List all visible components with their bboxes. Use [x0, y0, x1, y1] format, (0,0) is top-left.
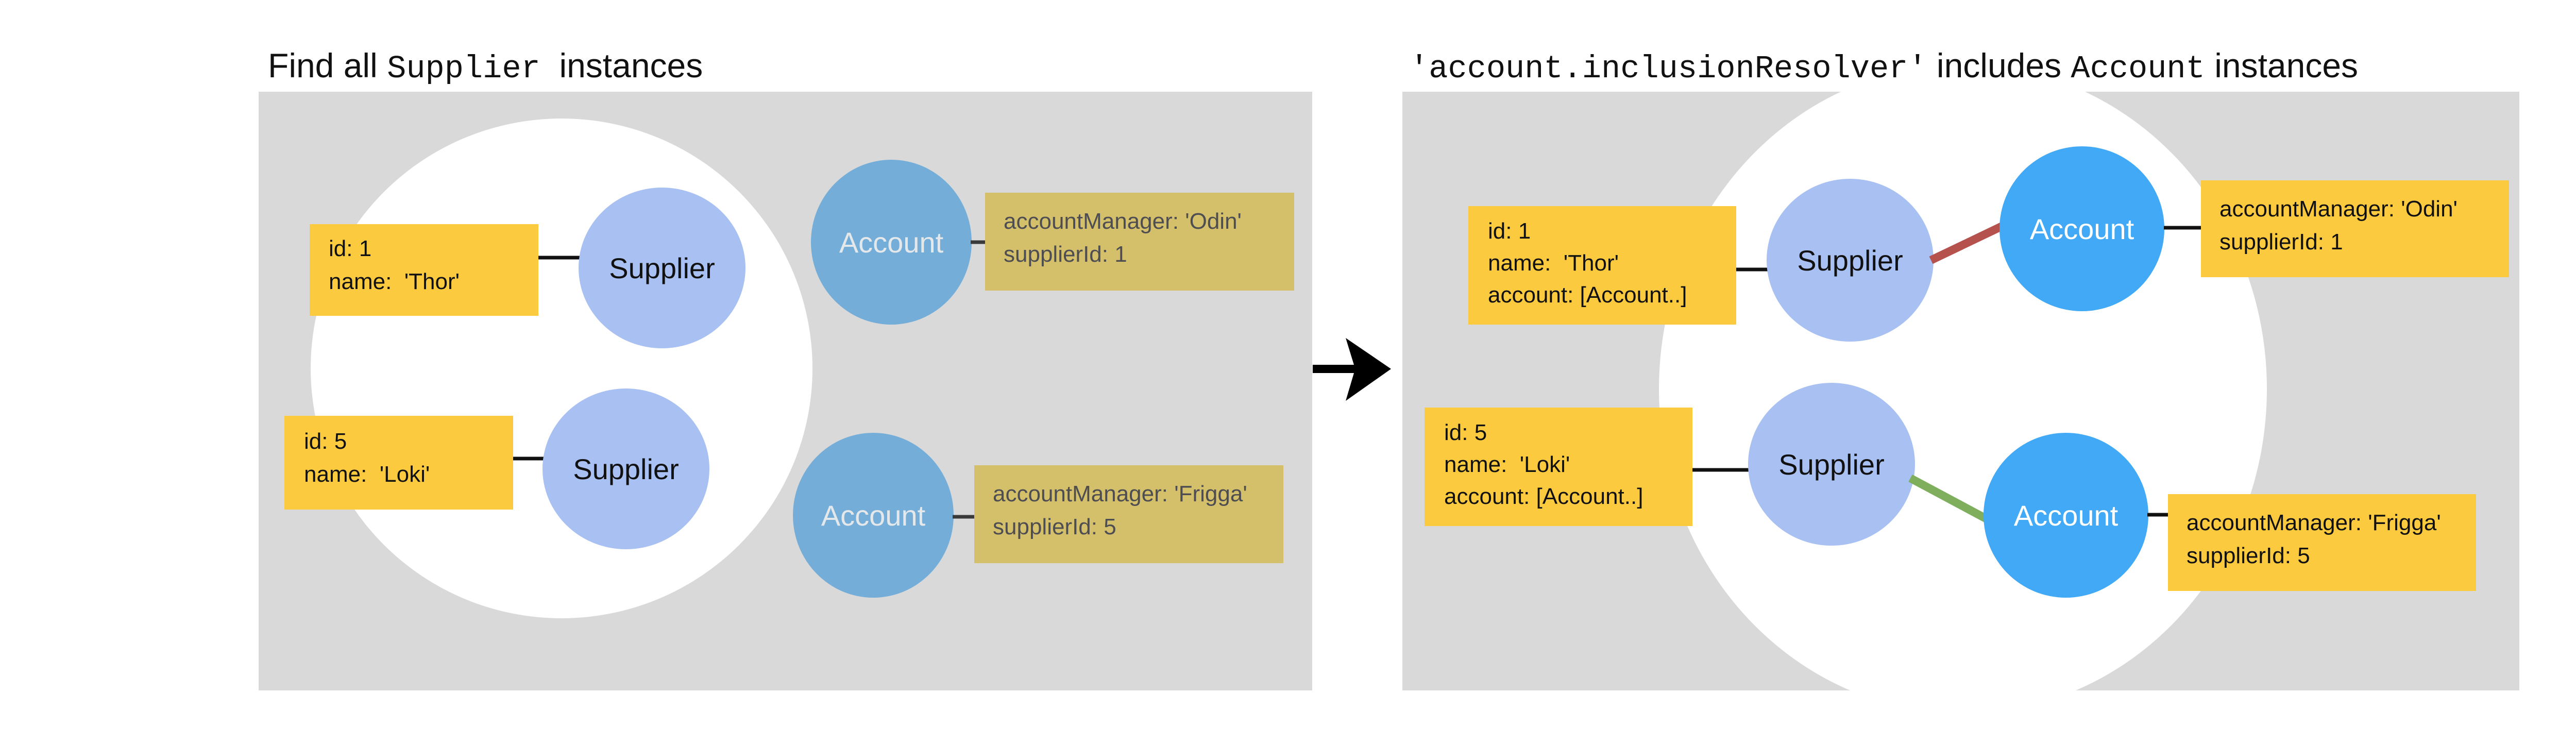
right-title-includes: includes — [1927, 46, 2071, 84]
left-supplier1-node — [579, 188, 745, 348]
left-account1-label: Account — [839, 226, 944, 259]
right-account1-label: Account — [2030, 213, 2134, 245]
left-account2-node — [793, 433, 954, 598]
right-supplier2-node — [1748, 383, 1915, 546]
left-account1-note-line2: supplierId: 1 — [1004, 242, 1127, 267]
right-title-code-resolver: 'account.inclusionResolver' — [1410, 50, 1927, 87]
left-loki-note-line1: id: 5 — [304, 429, 347, 454]
right-account1-note — [2201, 180, 2509, 277]
right-thor-note-line2: name: 'Thor' — [1488, 250, 1619, 276]
right-account2-label: Account — [2014, 499, 2119, 532]
right-figure: 'account.inclusionResolver' includes Acc… — [1402, 46, 2519, 690]
right-arrow-icon — [1313, 338, 1391, 401]
right-account2-note-line1: accountManager: 'Frigga' — [2187, 510, 2441, 535]
left-account2-note-line1: accountManager: 'Frigga' — [993, 481, 1247, 506]
right-account2-node — [1984, 433, 2148, 598]
left-loki-note-line2: name: 'Loki' — [304, 462, 430, 487]
left-account2-label: Account — [821, 499, 926, 532]
right-title: 'account.inclusionResolver' includes Acc… — [1410, 46, 2358, 87]
right-thor-note — [1468, 206, 1736, 325]
left-supplier-set-ellipse — [311, 119, 812, 618]
right-account2-note — [2168, 494, 2476, 591]
right-title-suffix: instances — [2205, 46, 2358, 84]
right-loki-note-line2: name: 'Loki' — [1444, 452, 1570, 477]
right-title-code-account: Account — [2071, 50, 2205, 87]
left-supplier2-node — [543, 388, 709, 549]
right-supplier1-label: Supplier — [1797, 244, 1903, 277]
left-title: Find all Supplier instances — [268, 46, 703, 87]
left-account1-node — [811, 160, 972, 325]
left-figure: Find all Supplier instances id: 1 name: … — [259, 46, 1312, 690]
right-panel-content: id: 1 name: 'Thor' account: [Account..] … — [1425, 92, 2509, 690]
left-thor-note — [310, 224, 538, 316]
right-account1-node — [1999, 146, 2164, 311]
left-title-code-supplier: Supplier — [387, 50, 540, 87]
right-supplier1-node — [1767, 179, 1934, 342]
right-result-set-ellipse — [1659, 92, 2267, 690]
left-supplier2-label: Supplier — [573, 453, 679, 485]
left-thor-note-line2: name: 'Thor' — [329, 269, 460, 294]
left-supplier1-label: Supplier — [609, 252, 715, 284]
right-loki-note — [1425, 408, 1692, 526]
right-account1-note-line2: supplierId: 1 — [2219, 229, 2343, 255]
right-account1-note-line1: accountManager: 'Odin' — [2219, 196, 2458, 222]
left-account1-note — [985, 193, 1294, 291]
relation-line-red — [1929, 221, 2006, 264]
left-account2-note — [974, 465, 1283, 563]
left-account1-note-line1: accountManager: 'Odin' — [1004, 209, 1242, 234]
right-loki-note-line3: account: [Account..] — [1444, 484, 1643, 509]
right-thor-note-line1: id: 1 — [1488, 218, 1531, 244]
left-title-suffix: instances — [540, 46, 703, 84]
left-title-prefix: Find all — [268, 46, 387, 84]
left-thor-note-line1: id: 1 — [329, 236, 371, 261]
right-thor-note-line3: account: [Account..] — [1488, 282, 1687, 308]
right-supplier2-label: Supplier — [1778, 448, 1884, 481]
right-loki-note-line1: id: 5 — [1444, 420, 1487, 445]
right-account2-note-line2: supplierId: 5 — [2187, 543, 2310, 568]
left-panel-content: id: 1 name: 'Thor' Supplier id: 5 name: … — [284, 119, 1294, 618]
left-loki-note — [284, 416, 513, 510]
left-account2-note-line2: supplierId: 5 — [993, 514, 1116, 539]
